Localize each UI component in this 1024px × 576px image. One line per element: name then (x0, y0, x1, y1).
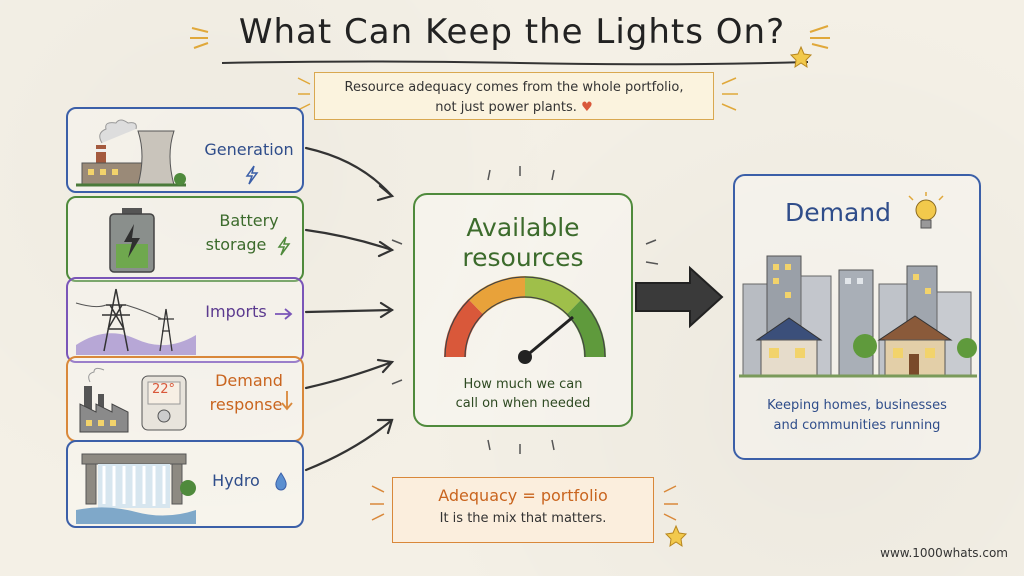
adequacy-note-subtitle: It is the mix that matters. (439, 511, 607, 526)
light-bulb-icon (908, 192, 944, 229)
heart-icon: ♥ (581, 100, 593, 115)
demand-card: Demand Keeping homes, businesses and com… (733, 174, 981, 460)
transmission-tower-icon (75, 288, 196, 355)
thermostat-reading: 22° (152, 382, 176, 397)
arrow-down-icon (281, 391, 293, 411)
lightning-icon (245, 165, 259, 185)
sparkle-lines-right (809, 25, 830, 49)
demand-caption: Keeping homes, businesses and communitie… (735, 396, 979, 436)
big-arrow-to-demand (635, 265, 724, 329)
generation-card: Generation (66, 107, 304, 193)
subtitle-line-1: Resource adequacy comes from the whole p… (344, 80, 684, 95)
arrow-right-icon (275, 308, 293, 320)
available-resources-title: Available resources (415, 213, 631, 273)
caption-line-1: How much we can (463, 377, 583, 392)
demand-response-label-line-1: Demand (215, 371, 283, 390)
hydro-dam-icon (76, 453, 196, 524)
battery-storage-label-line-2: storage (205, 235, 267, 254)
lightning-icon (277, 236, 291, 256)
arrow-imports (304, 308, 394, 314)
available-resources-title-line-2: resources (462, 243, 584, 272)
arrow-generation (304, 146, 394, 198)
available-resources-caption: How much we can call on when needed (415, 375, 631, 413)
imports-card: Imports (66, 277, 304, 363)
caption-line-2: call on when needed (455, 396, 591, 411)
arrow-battery (304, 228, 394, 252)
arrow-hydro (304, 418, 394, 472)
page-title: What Can Keep the Lights On? (238, 12, 786, 52)
subtitle-note: Resource adequacy comes from the whole p… (314, 72, 714, 120)
star-icon-small (664, 524, 688, 548)
gauge-icon (444, 276, 606, 364)
note-lines-right (721, 77, 738, 111)
title-underline (221, 60, 809, 66)
factory-thermostat-icon (79, 367, 187, 433)
battery-icon (109, 208, 155, 273)
imports-label: Imports (205, 302, 267, 321)
demand-title: Demand (785, 198, 892, 227)
demand-caption-line-2: and communities running (773, 418, 941, 433)
subtitle-line-2: not just power plants. (435, 100, 577, 115)
star-icon (789, 45, 813, 69)
demand-response-card: 22° Demand response (66, 356, 304, 442)
battery-storage-label-line-1: Battery (219, 211, 279, 230)
adequacy-note: Adequacy = portfolio It is the mix that … (392, 477, 654, 543)
hydro-label: Hydro (212, 471, 260, 490)
hydro-card: Hydro (66, 440, 304, 528)
available-resources-card: Available resources How much we can call… (413, 193, 633, 427)
sparkle-lines-left (190, 27, 209, 49)
arrow-demand-response (304, 360, 394, 390)
footer-url: www.1000whats.com (880, 546, 1008, 560)
demand-response-label-line-2: response (209, 395, 283, 414)
water-drop-icon (275, 472, 287, 491)
city-illustration (739, 255, 977, 378)
demand-caption-line-1: Keeping homes, businesses (767, 398, 947, 413)
adequacy-note-title: Adequacy = portfolio (438, 486, 608, 505)
battery-storage-card: Battery storage (66, 196, 304, 282)
generation-label: Generation (204, 140, 294, 159)
available-resources-title-line-1: Available (466, 213, 580, 242)
power-plant-icon (76, 119, 186, 187)
